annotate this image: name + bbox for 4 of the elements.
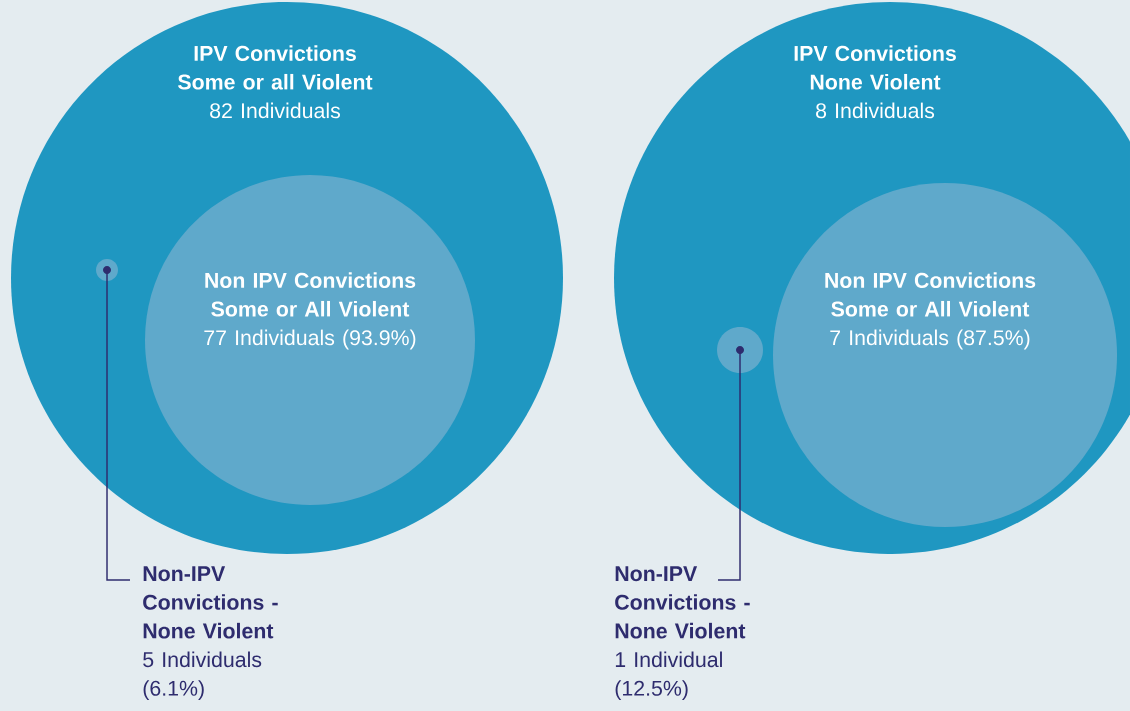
callout-text: Non-IPV Convictions - None Violent 5 Individuals (6.1%) (143, 566, 278, 701)
dot-circle (96, 259, 118, 281)
dot-circle (717, 327, 763, 373)
callout-text: Non-IPV Convictions - None Violent 1 Individual (12.5%) (615, 566, 750, 701)
